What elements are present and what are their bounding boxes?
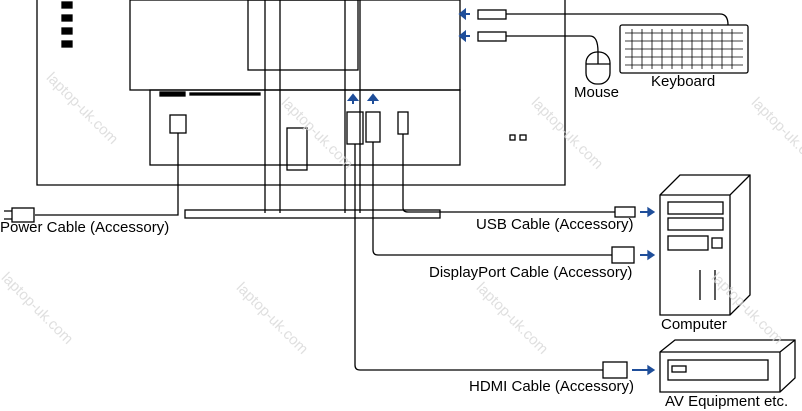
power-cable xyxy=(4,114,187,223)
monitor-stand xyxy=(184,0,441,219)
monitor-back xyxy=(36,0,566,186)
av-equipment-label: AV Equipment etc. xyxy=(665,393,789,410)
usb-cable xyxy=(397,111,656,218)
power-cable-label: Power Cable (Accessory) xyxy=(0,219,170,236)
displayport-cable xyxy=(365,111,656,264)
mouse-cable xyxy=(477,31,599,53)
hdmi-cable-label: HDMI Cable (Accessory) xyxy=(469,378,635,395)
computer-icon xyxy=(659,174,751,316)
keyboard-label: Keyboard xyxy=(651,73,716,90)
keyboard-cable xyxy=(477,9,729,26)
computer-label: Computer xyxy=(661,316,727,333)
usb-cable-label: USB Cable (Accessory) xyxy=(476,216,634,233)
mouse-icon xyxy=(585,51,611,85)
displayport-cable-label: DisplayPort Cable (Accessory) xyxy=(429,264,633,281)
av-equipment-icon xyxy=(659,339,796,393)
keyboard-icon xyxy=(619,24,749,74)
hdmi-cable xyxy=(346,111,656,379)
mouse-label: Mouse xyxy=(574,84,620,101)
